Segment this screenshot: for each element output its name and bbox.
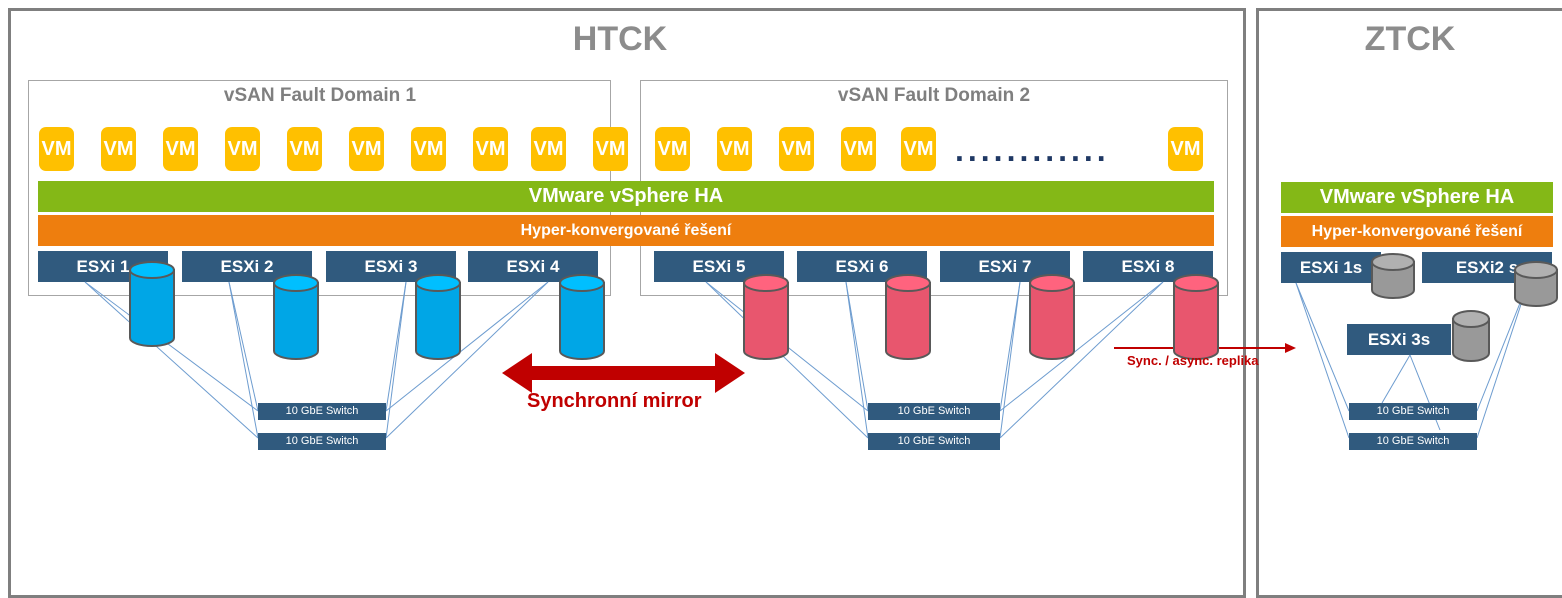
hci-bar: Hyper-konvergované řešení bbox=[38, 215, 1214, 246]
vm-box[interactable]: VM bbox=[531, 127, 566, 171]
disk-icon bbox=[415, 274, 461, 360]
replica-label: Sync. / async. replika bbox=[1127, 353, 1259, 368]
disk-icon bbox=[273, 274, 319, 360]
disk-icon bbox=[1514, 261, 1558, 307]
ztck-esxi-host-3s[interactable]: ESXi 3s bbox=[1347, 324, 1451, 355]
vm-box[interactable]: VM bbox=[101, 127, 136, 171]
switch-fd1-a[interactable]: 10 GbE Switch bbox=[258, 403, 386, 420]
disk-icon bbox=[743, 274, 789, 360]
disk-icon bbox=[1452, 310, 1490, 362]
ztck-hci-bar: Hyper-konvergované řešení bbox=[1281, 216, 1553, 247]
vm-box[interactable]: VM bbox=[411, 127, 446, 171]
vm-ellipsis: ............ bbox=[955, 132, 1110, 168]
vm-box[interactable]: VM bbox=[717, 127, 752, 171]
fault-domain-2-title: vSAN Fault Domain 2 bbox=[837, 85, 1031, 106]
vm-box[interactable]: VM bbox=[593, 127, 628, 171]
disk-icon bbox=[1173, 274, 1219, 360]
mirror-arrow bbox=[502, 353, 745, 393]
vm-box[interactable]: VM bbox=[779, 127, 814, 171]
switch-fd1-b[interactable]: 10 GbE Switch bbox=[258, 433, 386, 450]
disks-layer bbox=[129, 253, 1558, 362]
vm-box[interactable]: VM bbox=[841, 127, 876, 171]
ztck-esxi-host-1s[interactable]: ESXi 1s bbox=[1281, 252, 1381, 283]
vm-box[interactable]: VM bbox=[901, 127, 936, 171]
vm-box[interactable]: VM bbox=[163, 127, 198, 171]
disk-icon bbox=[1371, 253, 1415, 299]
connections-layer bbox=[84, 253, 1558, 439]
switch-ztck-b[interactable]: 10 GbE Switch bbox=[1349, 433, 1477, 450]
disk-icon bbox=[559, 274, 605, 360]
vm-box[interactable]: VM bbox=[39, 127, 74, 171]
vm-box[interactable]: VM bbox=[287, 127, 322, 171]
fault-domain-1-title: vSAN Fault Domain 1 bbox=[223, 85, 417, 106]
network-links bbox=[84, 281, 1529, 439]
disk-icon bbox=[1029, 274, 1075, 360]
disk-icon bbox=[885, 274, 931, 360]
vm-box[interactable]: VM bbox=[655, 127, 690, 171]
switch-fd2-b[interactable]: 10 GbE Switch bbox=[868, 433, 1000, 450]
ztck-vsphere-ha-bar: VMware vSphere HA bbox=[1281, 182, 1553, 213]
disk-icon bbox=[129, 261, 175, 347]
vsphere-ha-bar: VMware vSphere HA bbox=[38, 181, 1214, 212]
switch-ztck-a[interactable]: 10 GbE Switch bbox=[1349, 403, 1477, 420]
mirror-label: Synchronní mirror bbox=[527, 390, 702, 412]
vm-box[interactable]: VM bbox=[225, 127, 260, 171]
htck-title: HTCK bbox=[572, 20, 668, 58]
vm-box[interactable]: VM bbox=[473, 127, 508, 171]
switch-fd2-a[interactable]: 10 GbE Switch bbox=[868, 403, 1000, 420]
vm-box[interactable]: VM bbox=[1168, 127, 1203, 171]
esxi-host-7[interactable]: ESXi 7 bbox=[940, 251, 1070, 282]
ztck-title: ZTCK bbox=[1364, 20, 1456, 58]
vm-box[interactable]: VM bbox=[349, 127, 384, 171]
